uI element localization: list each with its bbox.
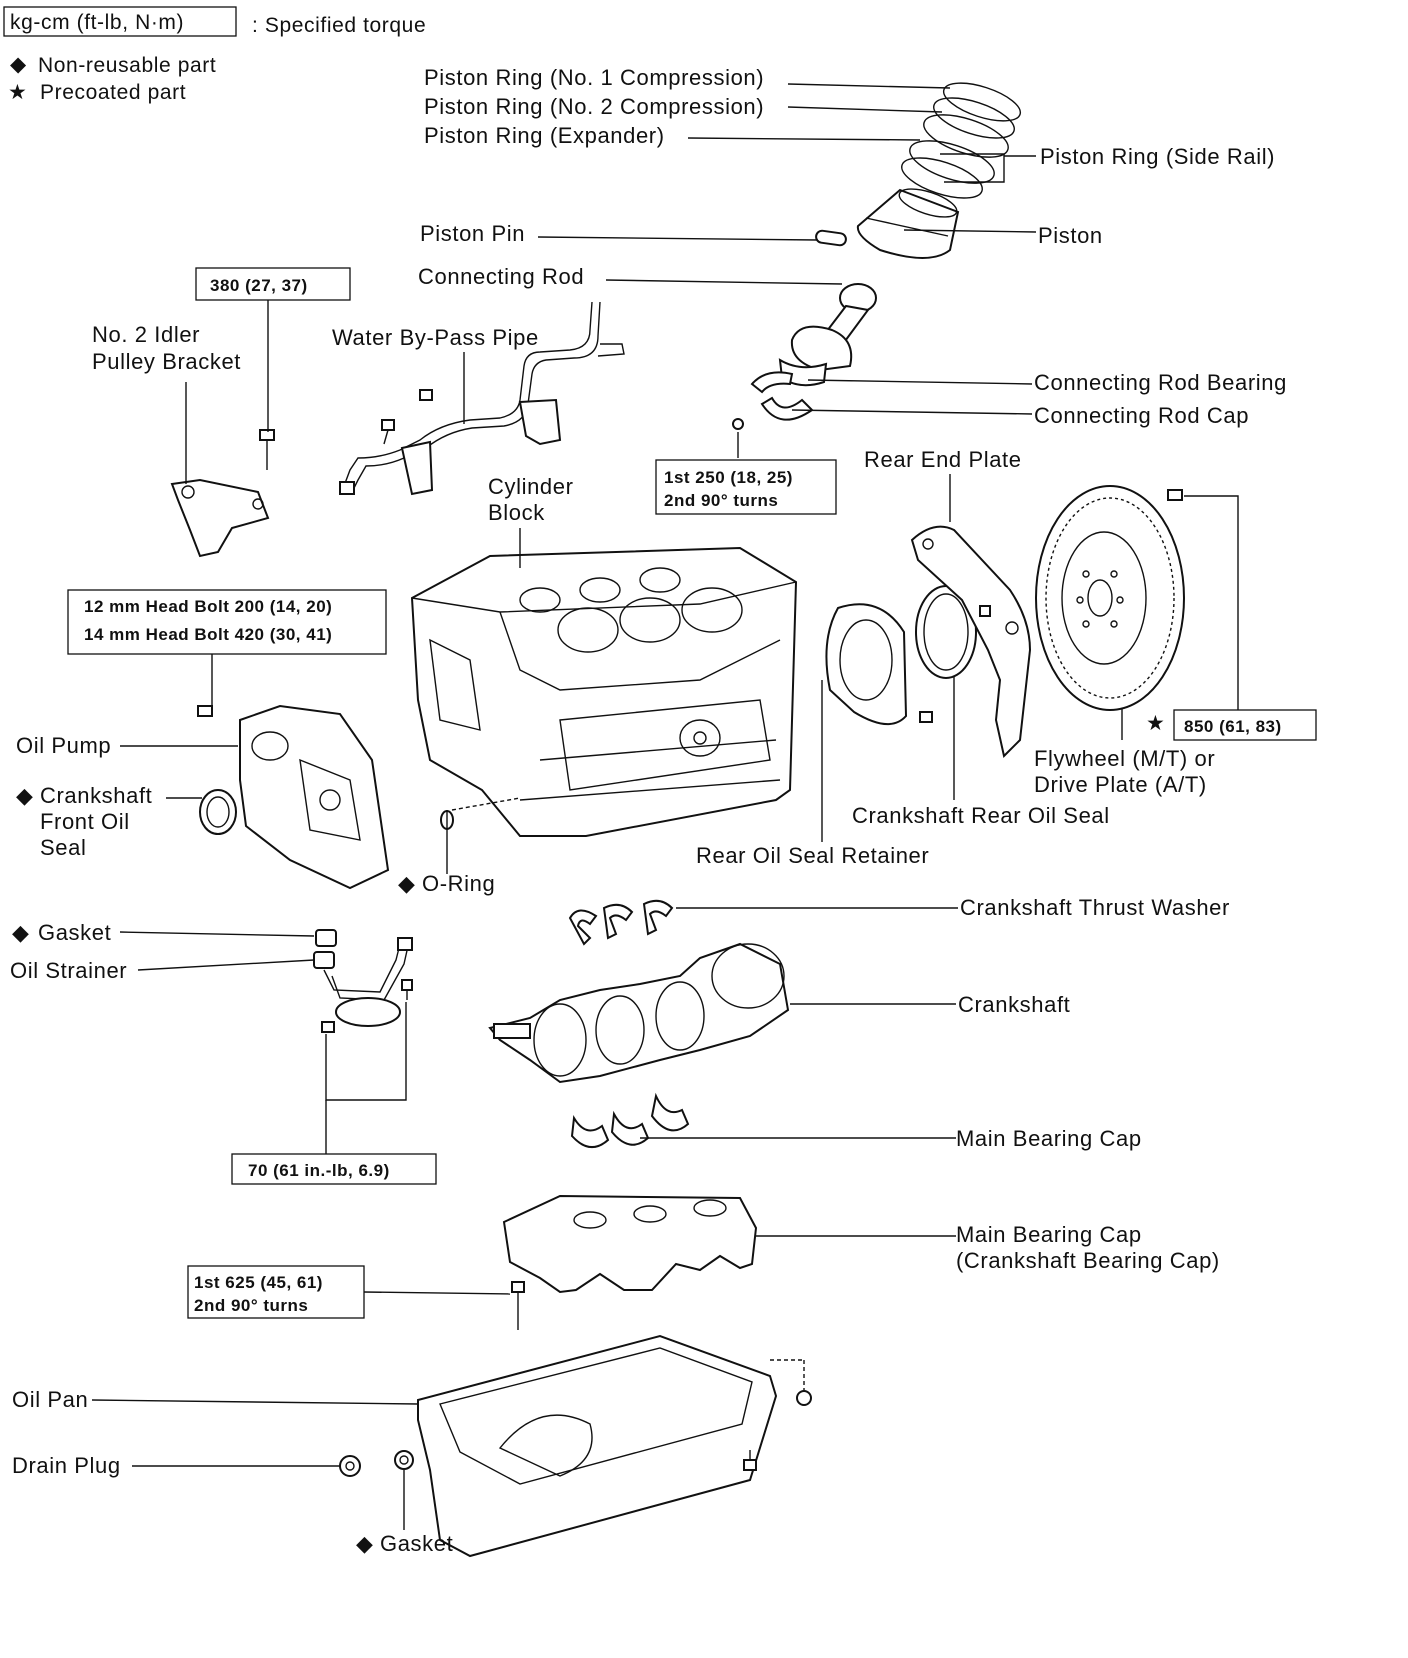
label-piston-ring-expander: Piston Ring (Expander) <box>424 123 665 148</box>
piston-rings-drawing <box>901 82 1022 199</box>
idler-bolt-drawing <box>259 429 275 470</box>
idler-pulley-bracket-drawing <box>170 478 270 558</box>
label-main-bearing-cap2-line2: (Crankshaft Bearing Cap) <box>956 1248 1220 1273</box>
cylinder-block-drawing <box>410 546 798 837</box>
label-thrust-washer: Crankshaft Thrust Washer <box>960 895 1230 920</box>
label-rear-end-plate: Rear End Plate <box>864 447 1022 472</box>
torque-unit-box <box>3 6 237 37</box>
label-piston-ring-side-rail: Piston Ring (Side Rail) <box>1040 144 1275 169</box>
label-cylinder-block-line1: Cylinder <box>488 474 574 499</box>
rear-end-plate-drawing <box>910 525 1032 758</box>
label-oil-pan: Oil Pan <box>12 1387 88 1412</box>
label-front-oil-seal-line2: Front Oil <box>40 809 130 834</box>
connecting-rod-bearing-drawing <box>750 371 794 394</box>
torque-unit-description: : Specified torque <box>252 14 426 37</box>
torque-strainer-text: 70 (61 in.-lb, 6.9) <box>248 1161 390 1180</box>
label-piston-ring-no1: Piston Ring (No. 1 Compression) <box>424 65 764 90</box>
connecting-rod-cap-drawing <box>760 396 814 421</box>
torque-rod-line2: 2nd 90° turns <box>664 491 778 510</box>
main-bearing-cap-drawing <box>502 1194 758 1330</box>
main-bearings-drawing <box>570 1092 690 1148</box>
label-connecting-rod: Connecting Rod <box>418 264 584 289</box>
label-gasket-top-symbol: ◆ <box>12 920 30 945</box>
flywheel-precoated-symbol: ★ <box>1146 712 1165 735</box>
label-main-bearing-cap2-line1: Main Bearing Cap <box>956 1222 1142 1247</box>
label-connecting-rod-bearing: Connecting Rod Bearing <box>1034 370 1287 395</box>
water-bypass-pipe-drawing <box>339 301 625 496</box>
label-piston-pin: Piston Pin <box>420 221 525 246</box>
label-front-oil-seal-line1: Crankshaft <box>40 783 152 808</box>
torque-box-connecting-rod: 1st 250 (18, 25) 2nd 90° turns <box>655 459 837 515</box>
legend: kg-cm (ft-lb, N·m) : Specified torque ◆ … <box>3 6 426 104</box>
non-reusable-legend: Non-reusable part <box>38 54 216 77</box>
torque-head-line1: 12 mm Head Bolt 200 (14, 20) <box>84 597 332 616</box>
label-water-bypass-pipe: Water By-Pass Pipe <box>332 325 539 350</box>
torque-box-strainer: 70 (61 in.-lb, 6.9) <box>231 1153 437 1185</box>
oil-pump-drawing <box>197 704 390 890</box>
label-oil-strainer: Oil Strainer <box>10 958 127 983</box>
non-reusable-symbol: ◆ <box>10 53 27 76</box>
torque-box-flywheel: ★ 850 (61, 83) <box>1146 709 1317 741</box>
label-o-ring-symbol: ◆ <box>398 871 416 896</box>
label-oil-pump: Oil Pump <box>16 733 111 758</box>
torque-box-head-bolt: 12 mm Head Bolt 200 (14, 20) 14 mm Head … <box>67 589 387 655</box>
rear-oil-seal-retainer-drawing <box>825 603 908 725</box>
thrust-washers-drawing <box>568 899 674 946</box>
part-labels: Piston Ring (No. 1 Compression) Piston R… <box>10 65 1287 1556</box>
oil-strainer-drawing <box>313 929 413 1033</box>
torque-box-main-cap: 1st 625 (45, 61) 2nd 90° turns <box>187 1265 365 1319</box>
label-front-oil-seal-line3: Seal <box>40 835 86 860</box>
label-flywheel-line1: Flywheel (M/T) or <box>1034 746 1215 771</box>
label-gasket-top: Gasket <box>38 920 111 945</box>
torque-main-line2: 2nd 90° turns <box>194 1296 308 1315</box>
precoated-symbol: ★ <box>8 81 27 104</box>
label-gasket-bottom-symbol: ◆ <box>356 1531 374 1556</box>
oil-pan-drawing <box>417 1334 812 1558</box>
drain-gasket-drawing <box>394 1450 414 1470</box>
label-front-seal-symbol: ◆ <box>16 783 34 808</box>
connecting-rod-drawing <box>778 283 877 387</box>
drain-plug-drawing <box>339 1455 361 1477</box>
torque-idler-text: 380 (27, 37) <box>210 276 308 295</box>
rod-cap-nut-drawing <box>732 418 744 430</box>
label-main-bearing-cap: Main Bearing Cap <box>956 1126 1142 1151</box>
label-piston-ring-no2: Piston Ring (No. 2 Compression) <box>424 94 764 119</box>
crankshaft-front-oil-seal-drawing <box>199 789 237 835</box>
piston-drawing <box>856 188 960 259</box>
torque-flywheel-text: 850 (61, 83) <box>1184 717 1282 736</box>
torque-head-line2: 14 mm Head Bolt 420 (30, 41) <box>84 625 332 644</box>
crankshaft-drawing <box>488 942 790 1084</box>
leader-lines <box>91 83 1239 1530</box>
torque-rod-line1: 1st 250 (18, 25) <box>664 468 793 487</box>
label-piston: Piston <box>1038 223 1103 248</box>
torque-unit-text: kg-cm (ft-lb, N·m) <box>10 11 184 34</box>
label-idler-bracket-line1: No. 2 Idler <box>92 322 200 347</box>
piston-pin-drawing <box>815 229 847 247</box>
label-crankshaft-rear-oil-seal: Crankshaft Rear Oil Seal <box>852 803 1110 828</box>
torque-main-line1: 1st 625 (45, 61) <box>194 1273 323 1292</box>
label-connecting-rod-cap: Connecting Rod Cap <box>1034 403 1249 428</box>
precoated-legend: Precoated part <box>40 81 186 104</box>
label-drain-plug: Drain Plug <box>12 1453 121 1478</box>
label-o-ring: O-Ring <box>422 871 495 896</box>
label-crankshaft: Crankshaft <box>958 992 1070 1017</box>
label-rear-oil-seal-retainer: Rear Oil Seal Retainer <box>696 843 929 868</box>
label-cylinder-block-line2: Block <box>488 500 545 525</box>
label-gasket-bottom: Gasket <box>380 1531 453 1556</box>
label-idler-bracket-line2: Pulley Bracket <box>92 349 241 374</box>
torque-box-idler: 380 (27, 37) <box>195 267 351 301</box>
flywheel-drawing <box>1035 485 1185 711</box>
label-flywheel-line2: Drive Plate (A/T) <box>1034 772 1207 797</box>
